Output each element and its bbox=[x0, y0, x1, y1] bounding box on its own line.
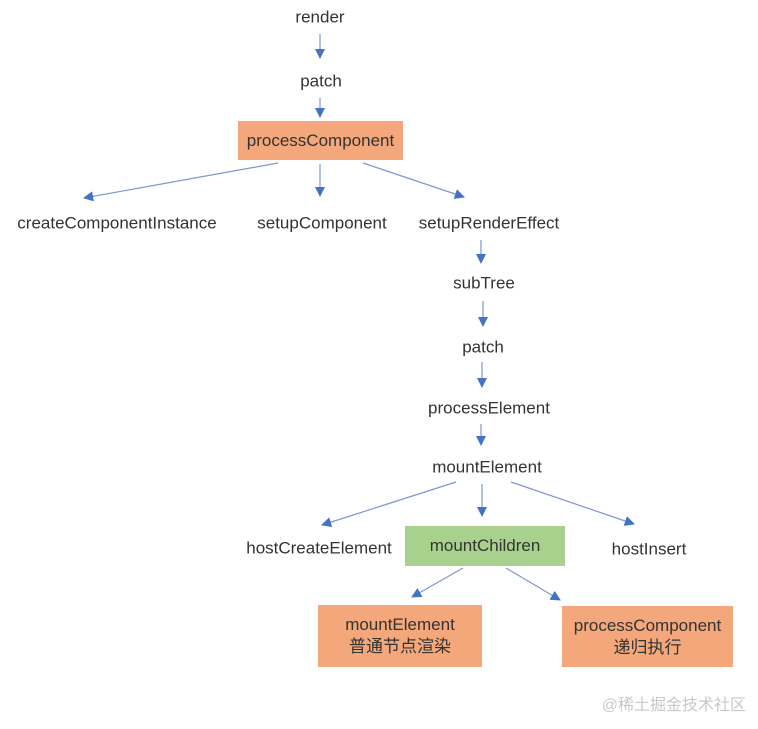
arrow-processcomponent-to-setuprendereffect bbox=[362, 162, 465, 199]
watermark-text: @稀土掘金技术社区 bbox=[601, 697, 746, 714]
arrow-mountchildren-to-mountelement-box bbox=[411, 567, 464, 598]
node-mount-element-leaf-line2: 普通节点渲染 bbox=[349, 637, 451, 656]
node-process-component-box: processComponent bbox=[238, 121, 403, 160]
node-process-component-label: processComponent bbox=[246, 130, 395, 150]
arrow-mountchildren-to-processcomponent-box bbox=[505, 567, 561, 601]
node-patch-top: patch bbox=[300, 71, 342, 91]
node-setup-render-effect: setupRenderEffect bbox=[418, 213, 560, 233]
node-render: render bbox=[295, 7, 345, 27]
node-sub-tree: subTree bbox=[453, 273, 515, 293]
node-host-insert: hostInsert bbox=[611, 539, 687, 559]
node-process-component-leaf-line1: processComponent bbox=[573, 615, 722, 635]
node-mount-children-label: mountChildren bbox=[429, 536, 541, 555]
node-host-create-element: hostCreateElement bbox=[246, 538, 392, 558]
node-mount-element-leaf-box: mountElement 普通节点渲染 bbox=[318, 605, 482, 667]
arrow-mountelement-to-hostinsert bbox=[510, 481, 635, 526]
node-process-component-leaf-box: processComponent 递归执行 bbox=[562, 606, 733, 667]
arrow-processcomponent-to-createcomponentinstance bbox=[82, 162, 279, 202]
node-patch-mid: patch bbox=[462, 337, 504, 357]
node-mount-children-box: mountChildren bbox=[405, 526, 565, 566]
node-create-component-instance: createComponentInstance bbox=[17, 213, 217, 233]
node-process-component-leaf-line2: 递归执行 bbox=[613, 637, 682, 657]
node-mount-element: mountElement bbox=[432, 457, 542, 477]
node-process-element: processElement bbox=[428, 398, 550, 418]
node-setup-component: setupComponent bbox=[257, 213, 387, 233]
arrow-mountelement-to-hostcreateelement bbox=[321, 481, 457, 528]
node-mount-element-leaf-line1: mountElement bbox=[345, 615, 455, 634]
